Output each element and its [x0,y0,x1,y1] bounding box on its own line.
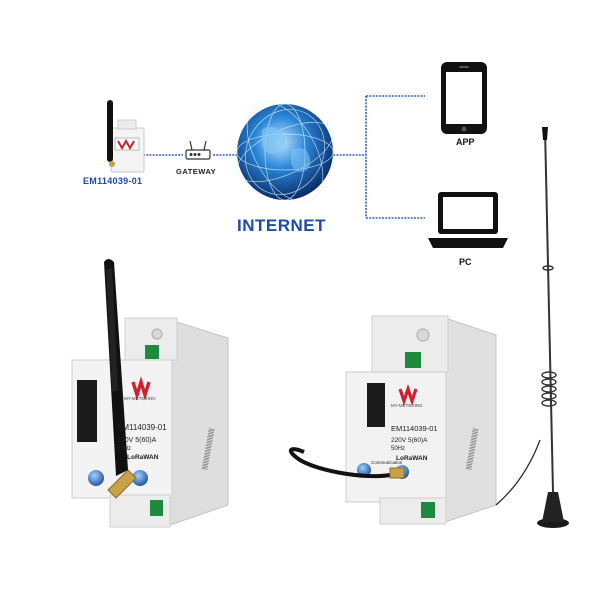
right-brand: MY-METERING [391,403,423,408]
device-model-label: EM114039-01 [83,176,143,186]
phone-icon [441,62,487,134]
connection-lines [143,95,425,219]
app-label: APP [456,137,475,147]
left-brand: MY-METERING [124,396,156,401]
right-protocol: LoRaWAN [396,455,428,462]
left-rating: 220V 5(60)A [117,437,157,444]
laptop-icon [428,192,508,248]
pc-label: PC [459,257,472,267]
internet-globe-icon [236,101,334,203]
left-model: EM114039-01 [117,423,167,432]
router-icon [185,140,211,160]
right-freq: 50Hz [391,446,406,452]
gateway-label: GATEWAY [176,167,217,176]
internet-label: INTERNET [237,216,326,235]
right-model: EM114039-01 [391,424,438,433]
left-logo-icon [131,376,151,401]
right-comm-label: Communication [371,460,403,465]
left-protocol: LoRaWAN [127,454,159,461]
right-rating: 220V 5(60)A [391,437,428,444]
right-logo-icon [398,383,418,407]
left-freq: 50Hz [117,446,132,452]
small-meter-icon [107,100,145,173]
